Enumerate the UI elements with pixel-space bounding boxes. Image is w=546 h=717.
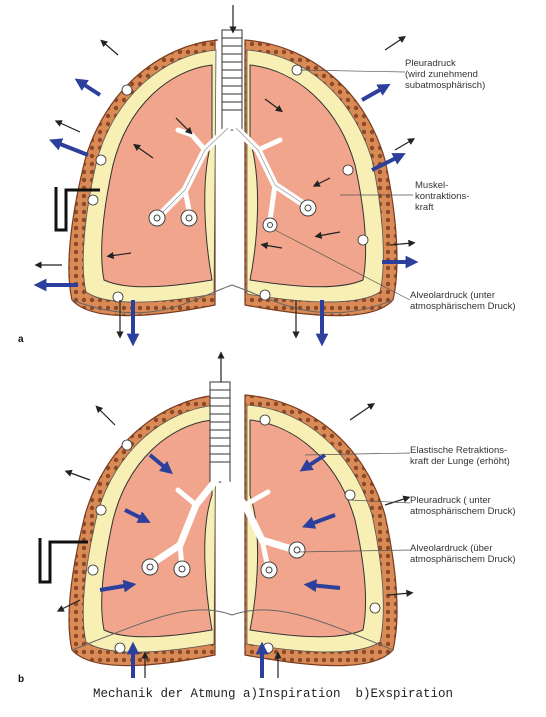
label-alveolardruck-a: Alveolardruck (unter atmosphärischem Dru…	[410, 290, 516, 312]
figure-caption: Mechanik der Atmung a)Inspiration b)Exsp…	[0, 687, 546, 701]
panel-b-exspiration	[40, 355, 410, 678]
label-elastische-retraktion-b: Elastische Retraktions- kraft der Lunge …	[410, 445, 510, 467]
trachea-b	[210, 382, 230, 482]
label-pleuradruck-b: Pleuradruck ( unter atmosphärischem Druc…	[410, 495, 516, 517]
trachea-a	[222, 30, 242, 130]
label-muskelkraft-a: Muskel- kontraktions- kraft	[415, 180, 469, 213]
panel-a-inspiration	[38, 5, 413, 340]
panel-b-letter: b	[18, 674, 24, 685]
label-pleuradruck-a: Pleuradruck (wird zunehmend subatmosphär…	[405, 58, 485, 91]
panel-a-letter: a	[18, 334, 24, 345]
label-alveolardruck-b: Alveolardruck (über atmosphärischem Druc…	[410, 543, 516, 565]
